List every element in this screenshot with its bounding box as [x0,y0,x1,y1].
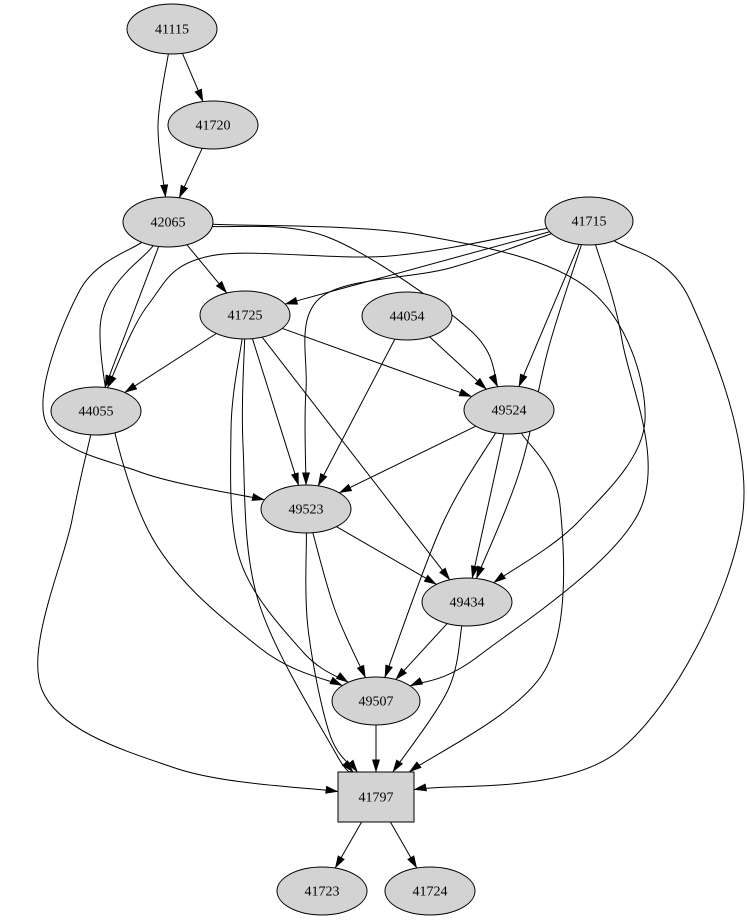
edge-42065-49523 [42,241,265,501]
edge-41725-44055 [124,333,217,393]
edge-41115-41720 [181,53,204,103]
edge-41115-42065 [157,53,169,198]
edge-41725-49523 [251,338,300,486]
edge-41715-41797 [413,240,745,792]
edge-49524-49507 [384,432,497,678]
node-shape-ellipse [50,386,142,436]
node-label: 44054 [390,310,425,325]
edge-49434-49507 [395,623,448,680]
graph-node-41797: 41797 [337,771,415,823]
node-label: 41715 [572,215,607,230]
node-label: 49507 [359,695,394,710]
edge-41720-42065 [178,148,203,199]
node-label: 49434 [450,596,485,611]
edge-41725-49507 [230,338,349,683]
edge-41715-49524 [518,244,580,388]
edge-42065-49434 [212,223,646,584]
node-shape-ellipse [122,196,214,248]
graph-node-41725: 41725 [199,290,291,340]
edge-49524-49523 [338,425,477,494]
edge-49524-41797 [408,432,565,773]
edge-42065-41725 [186,244,228,294]
node-shape-ellipse [361,291,453,341]
edge-41797-41723 [334,821,363,869]
node-label: 41797 [359,791,394,806]
edge-49523-41797 [305,532,358,773]
node-label: 42065 [151,216,186,231]
node-shape-ellipse [260,484,352,534]
edge-41725-49434 [261,336,451,581]
node-shape-ellipse [544,196,634,246]
graph-node-41723: 41723 [276,866,368,916]
edge-41797-41724 [389,821,418,869]
node-shape-ellipse [276,866,368,916]
node-shape-ellipse [167,100,259,150]
edge-41725-41797 [241,338,354,773]
node-shape-box [337,771,415,823]
edge-41725-49524 [282,327,473,398]
node-shape-ellipse [421,577,513,627]
node-layer: 41115 41720 42065 41715 41725 44054 44055 49524… [50,3,634,916]
edge-42065-49524 [212,225,499,388]
edge-44054-49523 [317,338,396,487]
graph-node-49524: 49524 [463,385,555,435]
graph-node-41715: 41715 [544,196,634,246]
edge-49434-41797 [392,625,463,773]
node-label: 44055 [79,405,114,420]
node-label: 41724 [413,885,448,900]
graph-node-49507: 49507 [331,676,421,726]
edge-44055-41797 [37,434,339,794]
edge-49523-49507 [312,532,366,679]
node-shape-ellipse [331,676,421,726]
graph-node-41115: 41115 [126,3,218,55]
node-label: 49524 [492,404,527,419]
graph-node-49434: 49434 [421,577,513,627]
graph-node-42065: 42065 [122,196,214,248]
edge-layer [37,53,745,869]
graph-node-49523: 49523 [260,484,352,534]
node-shape-ellipse [463,385,555,435]
node-label: 41725 [228,309,263,324]
graph-node-41724: 41724 [384,866,476,916]
node-shape-ellipse [126,3,218,55]
edge-49523-49434 [336,526,437,585]
node-label: 41723 [305,885,340,900]
edge-49524-49434 [470,433,505,579]
edge-41715-44055 [106,227,548,389]
edge-41715-49507 [409,244,649,687]
edge-42065-49507 [99,245,343,687]
node-shape-ellipse [199,290,291,340]
node-label: 41115 [155,23,189,38]
edge-42065-44055 [104,246,160,388]
graph-node-44054: 44054 [361,291,453,341]
edge-44054-49524 [429,336,487,390]
node-shape-ellipse [384,866,476,916]
graph-node-44055: 44055 [50,386,142,436]
node-label: 41720 [196,119,231,134]
node-label: 49523 [289,503,324,518]
graph-node-41720: 41720 [167,100,259,150]
edge-41715-49523 [301,233,552,486]
